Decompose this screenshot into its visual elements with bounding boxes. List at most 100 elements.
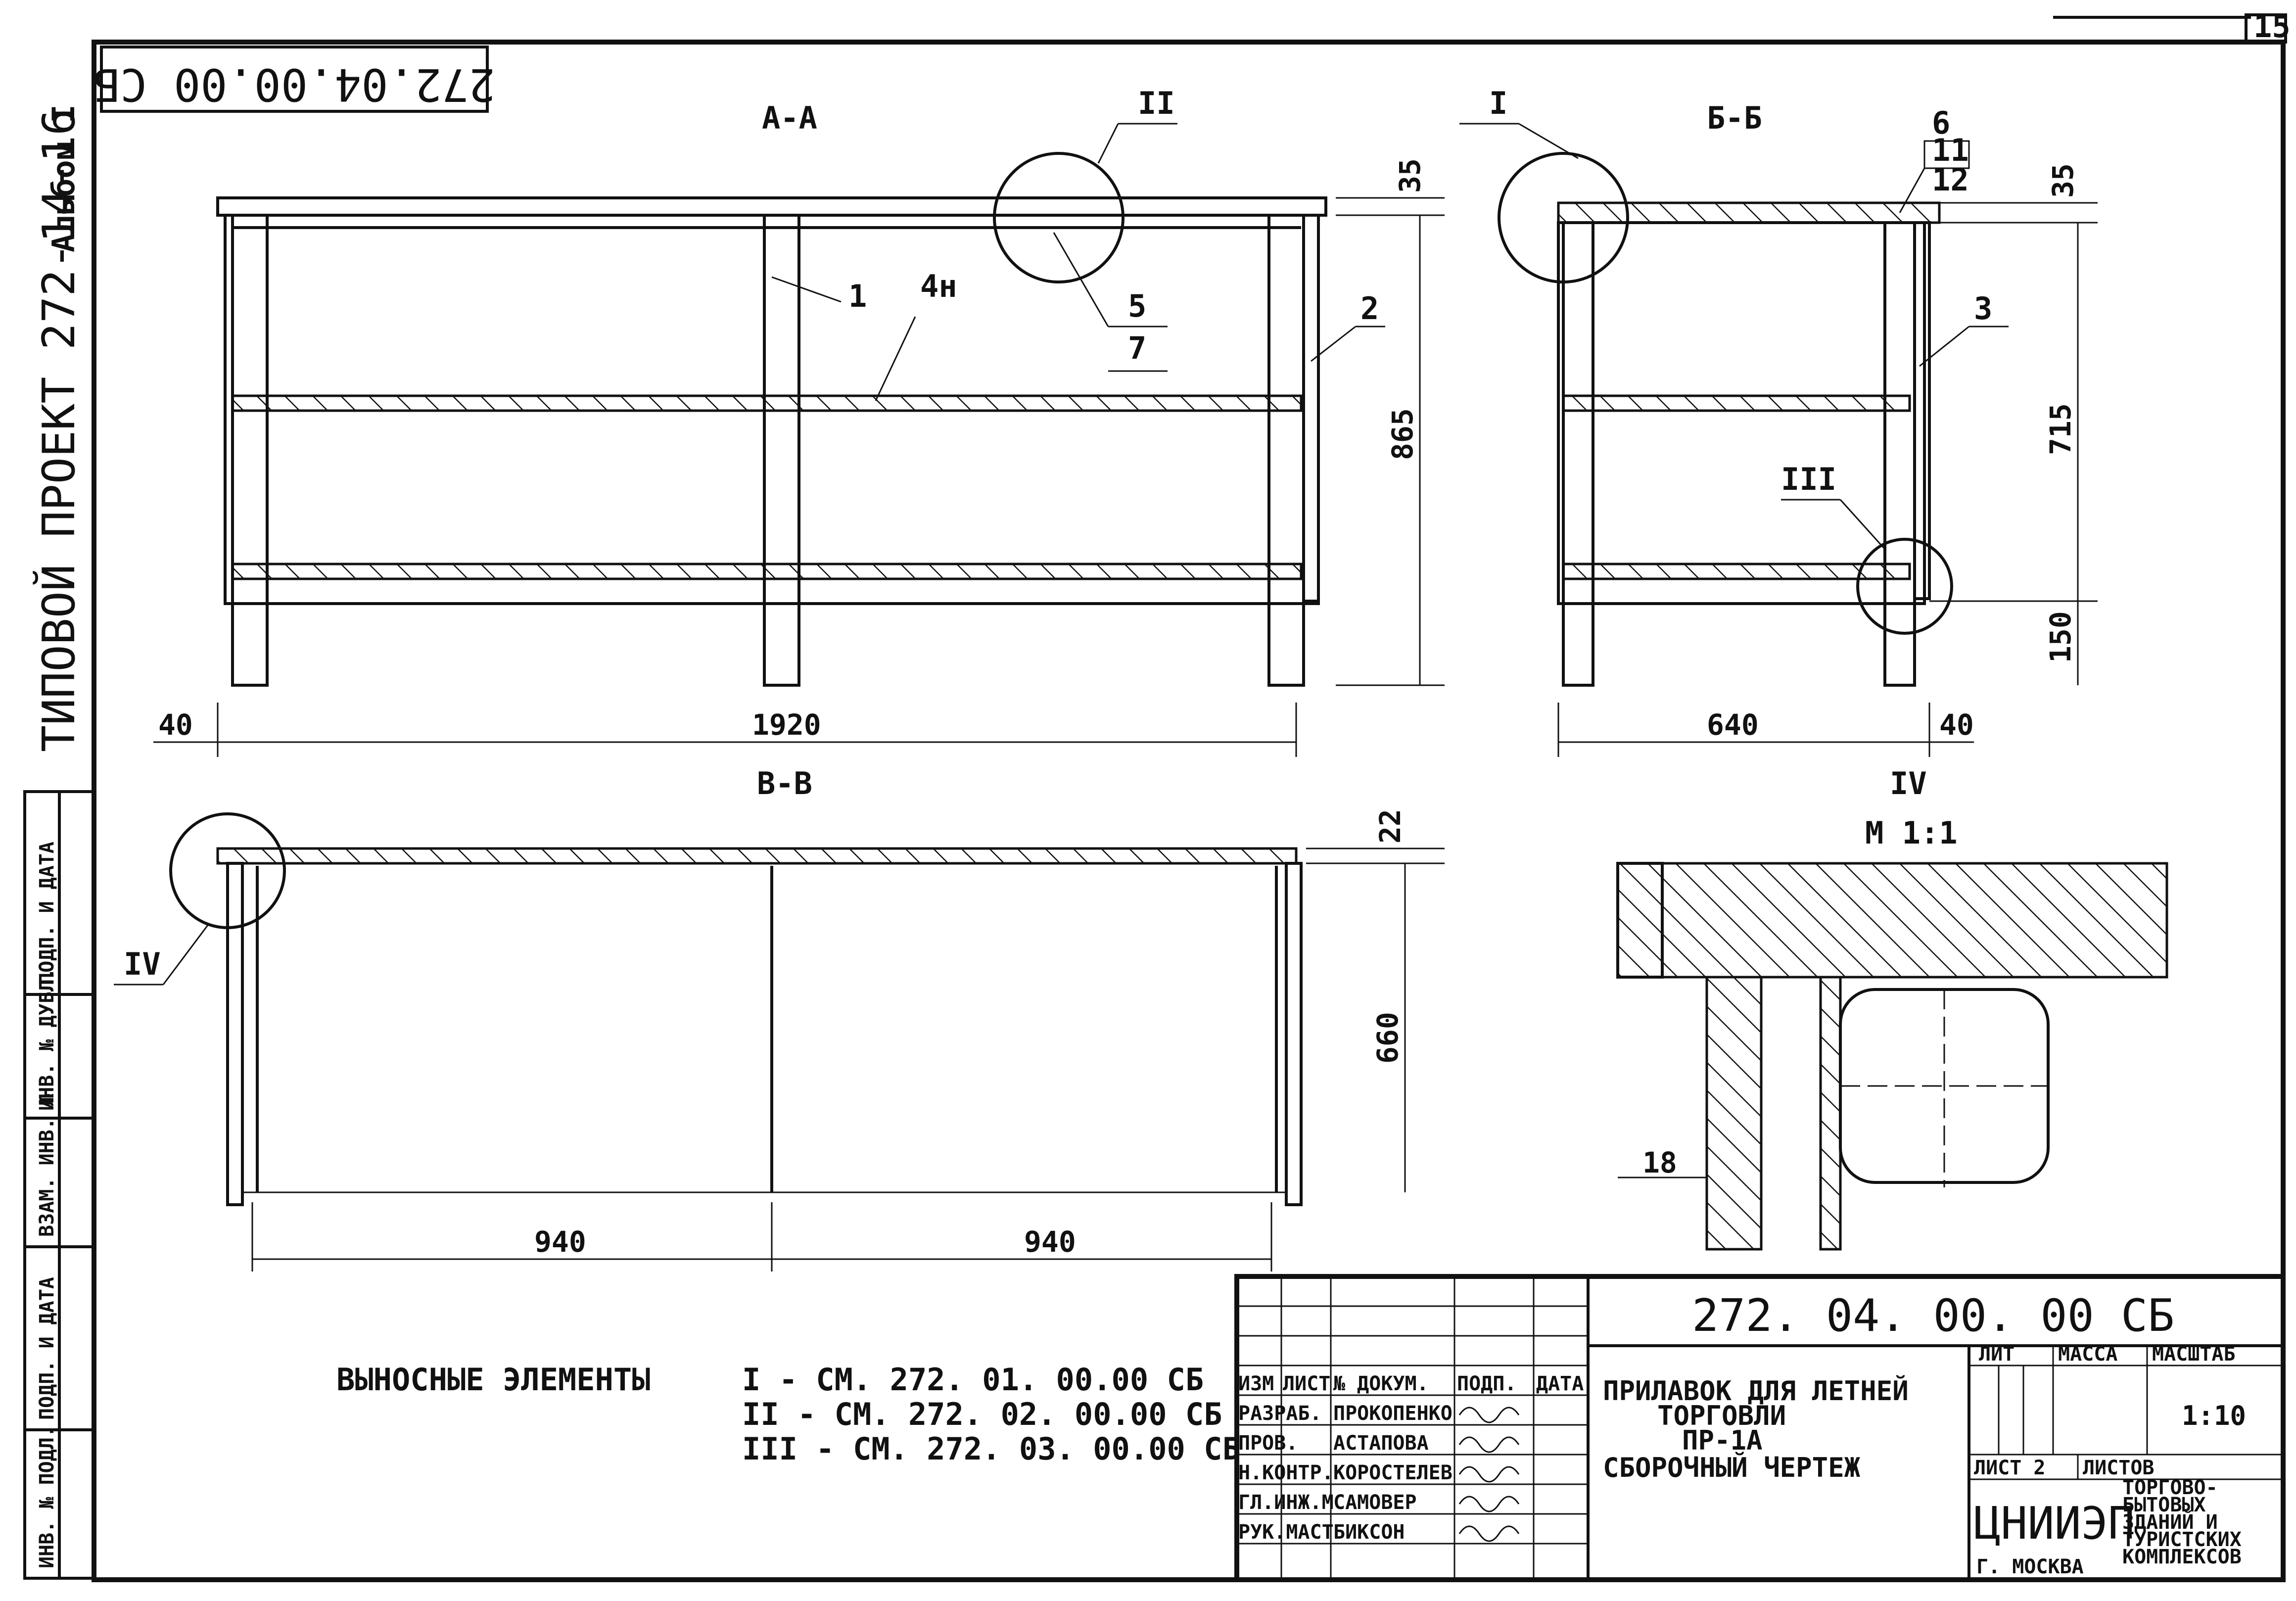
view-b-title: Б-Б <box>1707 100 1762 136</box>
album-label: Альбом I <box>46 104 82 252</box>
dim-b-width: 640 <box>1707 708 1759 742</box>
lit-label: ЛИТ <box>1979 1343 2015 1366</box>
margin-field-2: ВЗАМ. ИНВ. № <box>36 1094 58 1237</box>
notes-line-1: II - СМ. 272. 02. 00.00 СБ <box>742 1396 1222 1432</box>
dim-a-left: 40 <box>158 708 193 742</box>
detail-iv: IV М 1:1 18 <box>1616 765 2168 1251</box>
role-3: ГЛ.ИНЖ.М <box>1238 1491 1334 1514</box>
name-0: ПРОКОПЕНКО <box>1333 1402 1453 1425</box>
callout-iii: III <box>1781 461 1836 497</box>
org-desc-2: ЗДАНИЙ И <box>2122 1510 2218 1534</box>
org-desc-1: БЫТОВЫХ <box>2122 1494 2206 1516</box>
margin-field-3: ИНВ. № ДУБЛ. <box>36 968 58 1111</box>
stamp-code: 272.04.00.00 СБ <box>94 58 496 110</box>
callout-circle-iii <box>1856 538 1953 635</box>
callout-1: 1 <box>848 278 867 314</box>
dim-v-span-right: 940 <box>1024 1225 1076 1259</box>
callout-circle-ii <box>993 152 1125 283</box>
callout-iv: IV <box>124 946 161 982</box>
sheets-label: ЛИСТОВ <box>2083 1457 2155 1479</box>
callout-4n: 4н <box>920 268 957 304</box>
view-a-a: А-А II 1 4н 5 7 2 35 <box>153 85 1445 757</box>
dim-b-top: 35 <box>2046 163 2080 198</box>
callout-12: 12 <box>1932 162 1969 198</box>
detail-scale: М 1:1 <box>1865 815 1958 851</box>
name-2: КОРОСТЕЛЕВ <box>1333 1461 1453 1484</box>
role-4: РУК.МАСТ <box>1238 1521 1334 1544</box>
sheet-label: ЛИСТ 2 <box>1974 1457 2046 1479</box>
org-name: ЦНИИЭП <box>1974 1498 2135 1550</box>
view-v-title: В-В <box>757 765 812 801</box>
role-2: Н.КОНТР. <box>1238 1461 1334 1484</box>
callout-2: 2 <box>1360 290 1379 327</box>
title-block: 272. 04. 00. 00 СБ ИЗМ ЛИСТ № ДОКУМ. ПОД… <box>1234 1274 2286 1582</box>
role-0: РАЗРАБ. <box>1238 1402 1322 1425</box>
title-line-1: ТОРГОВЛИ <box>1657 1400 1786 1431</box>
org-desc-4: КОМПЛЕКСОВ <box>2122 1546 2242 1568</box>
dim-v-top: 22 <box>1373 809 1407 844</box>
callout-circle-iv <box>169 812 286 929</box>
margin-field-0: ИНВ. № ПОДЛ. <box>36 1425 58 1568</box>
callout-6: 6 <box>1932 105 1950 141</box>
post-middle <box>763 214 800 687</box>
header-podp: ПОДП. <box>1457 1372 1516 1395</box>
callout-7: 7 <box>1128 330 1146 366</box>
org-desc-0: ТОРГОВО- <box>2122 1476 2218 1499</box>
title-line-2: ПР-1А <box>1682 1425 1763 1456</box>
doc-code: 272. 04. 00. 00 СБ <box>1692 1290 2174 1342</box>
header-data: ДАТА <box>1536 1372 1584 1395</box>
dim-a-height: 865 <box>1386 408 1419 460</box>
callout-11: 11 <box>1932 132 1969 168</box>
name-3: САМОВЕР <box>1333 1491 1417 1514</box>
view-v-v: В-В IV 22 660 940 940 <box>114 765 1445 1271</box>
notes-heading: ВЫНОСНЫЕ ЭЛЕМЕНТЫ <box>336 1362 651 1398</box>
dim-b-bottom: 150 <box>2044 611 2077 663</box>
mass-label: МАССА <box>2058 1343 2117 1366</box>
scale-value: 1:10 <box>2182 1400 2246 1431</box>
callout-5: 5 <box>1128 288 1146 324</box>
countertop-section <box>1557 201 1941 224</box>
role-1: ПРОВ. <box>1238 1432 1298 1455</box>
org-desc-3: ТУРИСТСКИХ <box>2122 1528 2242 1551</box>
name-4: БИКСОН <box>1333 1521 1405 1544</box>
scale-label: МАСШТАБ <box>2152 1343 2236 1366</box>
name-1: АСТАПОВА <box>1333 1432 1429 1455</box>
header-dokum: № ДОКУМ. <box>1333 1372 1429 1395</box>
post-right <box>1267 214 1305 687</box>
org-city: Г. МОСКВА <box>1976 1555 2084 1578</box>
signatures <box>1458 1407 1520 1542</box>
post-left <box>231 214 269 687</box>
left-margin: ТИПОВОЙ ПРОЕКТ 272-14-16 Альбом I ИНВ. №… <box>23 104 95 1580</box>
dim-a-width: 1920 <box>752 708 821 742</box>
view-a-title: А-А <box>762 100 817 136</box>
callout-circle-i <box>1498 152 1629 283</box>
view-b-b: Б-Б I 6 11 12 3 III 35 715 150 640 <box>1459 85 2098 757</box>
dim-v-height: 660 <box>1371 1012 1405 1064</box>
dim-detail-left: 18 <box>1642 1146 1677 1179</box>
project-label: ТИПОВОЙ ПРОЕКТ 272-14-16 <box>32 109 85 752</box>
dim-b-height: 715 <box>2044 403 2077 455</box>
dim-a-top: 35 <box>1393 158 1427 193</box>
margin-field-table: ИНВ. № ПОДЛ. ПОДП. И ДАТА ВЗАМ. ИНВ. № И… <box>23 790 95 1580</box>
drawing-frame: 15 <box>92 8 2291 1582</box>
page-number: 15 <box>2253 8 2291 45</box>
archive-stamp: 272.04.00.00 СБ <box>94 46 496 113</box>
dim-b-right: 40 <box>1939 708 1974 742</box>
margin-field-1: ПОДП. И ДАТА <box>36 1277 58 1420</box>
margin-field-4: ПОДП. И ДАТА <box>36 842 58 985</box>
header-izm: ИЗМ <box>1238 1372 1274 1395</box>
shelf-middle <box>231 394 1303 412</box>
shelf-bottom <box>231 563 1303 580</box>
title-line-0: ПРИЛАВОК ДЛЯ ЛЕТНЕЙ <box>1603 1375 1909 1407</box>
dim-v-span-left: 940 <box>534 1225 586 1259</box>
top-panel-section <box>216 847 1298 865</box>
callout-ii: II <box>1138 85 1175 121</box>
callout-3: 3 <box>1974 290 1992 327</box>
title-line-3: СБОРОЧНЫЙ ЧЕРТЕЖ <box>1603 1452 1861 1483</box>
notes-line-0: I - СМ. 272. 01. 00.00 СБ <box>742 1362 1204 1398</box>
callout-i: I <box>1489 85 1507 121</box>
detail-title: IV <box>1890 765 1927 801</box>
notes-line-2: III - СМ. 272. 03. 00.00 СБ <box>742 1431 1241 1467</box>
header-list: ЛИСТ <box>1283 1372 1330 1395</box>
